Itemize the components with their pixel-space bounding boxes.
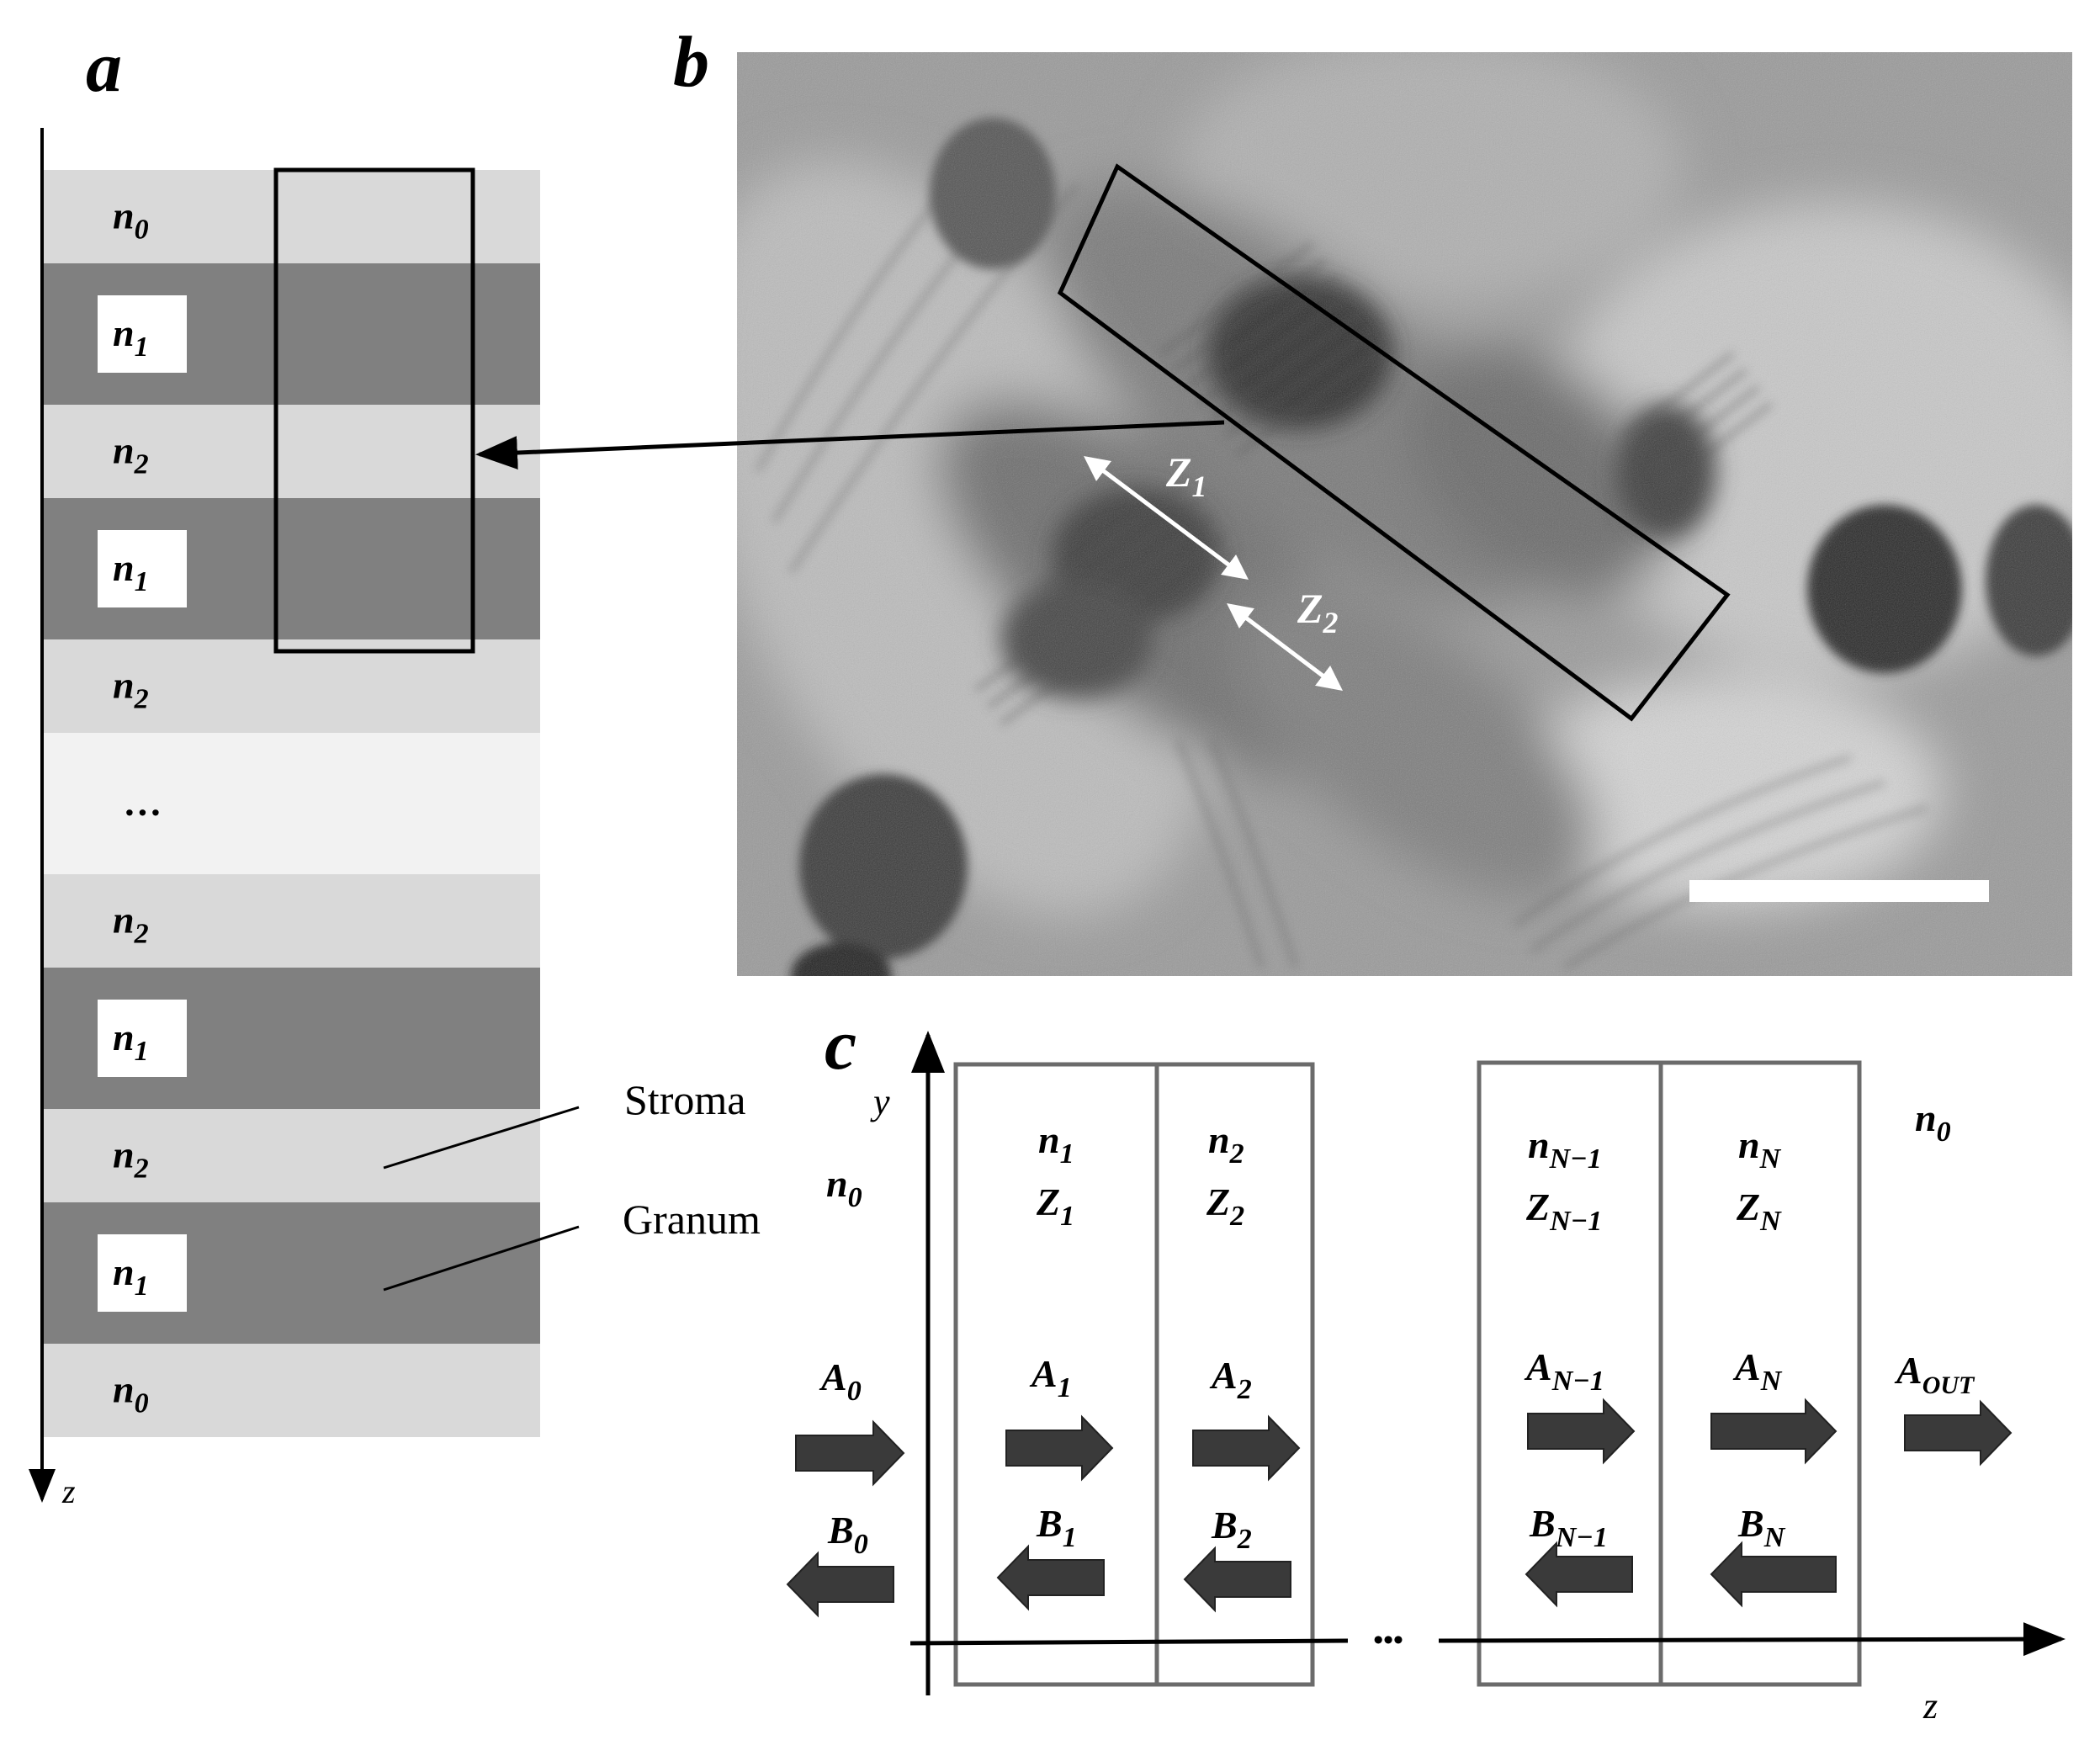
forward-label-a1: A1 xyxy=(1029,1352,1072,1403)
cell-n-n-label: nN xyxy=(1738,1123,1782,1175)
layer-label-box-9 xyxy=(98,1234,187,1312)
forward-arrow-an xyxy=(1710,1398,1838,1465)
z-axis-left xyxy=(909,1638,1349,1646)
backward-label-b0: B0 xyxy=(827,1509,868,1560)
z-axis-label-c: z xyxy=(1922,1685,1938,1727)
unit-cell-selection-box xyxy=(273,167,475,654)
forward-label-an-1: AN−1 xyxy=(1524,1345,1604,1397)
forward-arrow-a1 xyxy=(1005,1414,1114,1482)
cell-n-1-z-label: ZN−1 xyxy=(1525,1186,1602,1237)
backward-arrow-bn-1 xyxy=(1525,1541,1633,1608)
layer-band-8 xyxy=(42,1109,540,1202)
stroma-label: Stroma xyxy=(624,1076,745,1123)
cell-2-n-label: n2 xyxy=(1208,1118,1244,1170)
backward-arrow-b0 xyxy=(786,1551,894,1618)
layer-band-2 xyxy=(42,405,540,498)
layer-label-6: n2 xyxy=(113,899,149,950)
forward-label-an: AN xyxy=(1732,1345,1783,1397)
backward-arrow-b2 xyxy=(1183,1546,1291,1613)
layer-label-box-7 xyxy=(98,1000,187,1077)
z-axis-label-a: z xyxy=(61,1472,76,1510)
granum-label: Granum xyxy=(623,1196,761,1243)
forward-label-a2: A2 xyxy=(1209,1354,1252,1405)
forward-arrow-a0 xyxy=(795,1419,905,1487)
layer-label-9: n1 xyxy=(113,1250,149,1302)
layer-label-8: n2 xyxy=(113,1133,149,1185)
layer-label-2: n2 xyxy=(113,429,149,480)
z1-double-arrow xyxy=(1084,456,1249,580)
cell-n-1-n-label: nN−1 xyxy=(1528,1123,1602,1175)
panel-label-c: c xyxy=(825,1004,856,1085)
cell-2-z-label: Z2 xyxy=(1206,1180,1244,1232)
scale-bar xyxy=(1689,880,1989,902)
electron-micrograph xyxy=(737,52,2072,976)
cell-1-n-label: n1 xyxy=(1038,1118,1074,1170)
micrograph-selection-box xyxy=(1057,163,1731,722)
cell-n-z-label: ZN xyxy=(1736,1186,1782,1237)
n0-left-label: n0 xyxy=(826,1162,862,1213)
backward-arrow-bn xyxy=(1710,1541,1837,1608)
n0-right-label: n0 xyxy=(1915,1096,1951,1148)
layer-label-7: n1 xyxy=(113,1016,149,1067)
axis-ellipsis: ••• xyxy=(1373,1625,1403,1656)
layer-label-4: n2 xyxy=(113,664,149,715)
forward-label-aout: AOUT xyxy=(1894,1349,1975,1399)
layer-label-5: … xyxy=(125,781,163,824)
backward-label-b1: B1 xyxy=(1036,1502,1077,1553)
z1-label: Z1 xyxy=(1165,448,1207,503)
layer-label-1: n1 xyxy=(113,311,149,363)
cell-box-2 xyxy=(1154,1062,1315,1687)
y-axis-label: y xyxy=(870,1081,890,1122)
layer-band-6 xyxy=(42,874,540,968)
correspondence-arrow xyxy=(475,420,1225,470)
layer-label-0: n0 xyxy=(113,194,149,246)
z2-label: Z2 xyxy=(1297,585,1339,639)
layer-label-10: n0 xyxy=(113,1368,149,1419)
transfer-matrix-panel: ••• y z n0 n0 n1 Z1 n2 Z2 nN−1 ZN−1 nN Z… xyxy=(786,1031,2066,1727)
cell-box-n xyxy=(1658,1060,1862,1687)
cell-1-z-label: Z1 xyxy=(1036,1180,1074,1232)
layer-band-4 xyxy=(42,639,540,733)
layer-label-box-1 xyxy=(98,295,187,373)
layer-band-10 xyxy=(42,1344,540,1437)
backward-label-bn: BN xyxy=(1737,1502,1786,1553)
layer-label-box-3 xyxy=(98,530,187,607)
z-axis-right xyxy=(1438,1622,2066,1657)
z2-double-arrow xyxy=(1227,602,1343,692)
backward-label-b2: B2 xyxy=(1211,1504,1252,1555)
forward-arrow-an-1 xyxy=(1527,1398,1636,1465)
layer-band-5 xyxy=(42,733,540,874)
panel-label-b: b xyxy=(673,21,709,102)
forward-arrow-aout xyxy=(1904,1399,2012,1467)
layer-label-3: n1 xyxy=(113,546,149,597)
panel-label-a: a xyxy=(86,26,122,107)
forward-label-a0: A0 xyxy=(819,1355,862,1407)
backward-arrow-b1 xyxy=(996,1544,1105,1611)
granum-leader-line xyxy=(383,1225,580,1292)
backward-label-bn-1: BN−1 xyxy=(1529,1502,1608,1553)
layer-band-0 xyxy=(42,170,540,263)
forward-arrow-a2 xyxy=(1192,1414,1301,1482)
stroma-leader-line xyxy=(383,1106,580,1170)
layer-stack-panel: n0 n1 n2 n1 n2 … n2 n1 n2 n1 n0 xyxy=(42,170,540,1437)
